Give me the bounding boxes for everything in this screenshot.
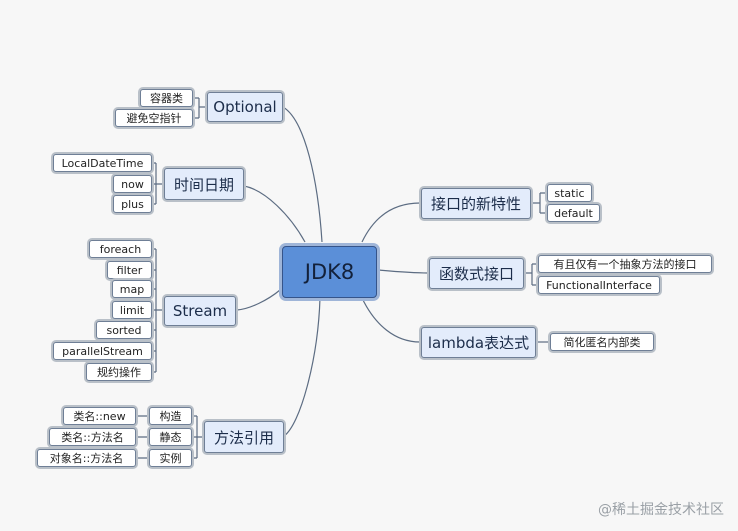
leaf-static-method[interactable]: static xyxy=(547,184,592,202)
leaf-sorted[interactable]: sorted xyxy=(96,321,152,339)
leaf-default-method[interactable]: default xyxy=(547,204,600,222)
branch-stream[interactable]: Stream xyxy=(164,296,236,326)
watermark-text: @稀土掘金技术社区 xyxy=(598,502,724,518)
leaf-static[interactable]: 静态 xyxy=(149,428,192,446)
leaf-constructor[interactable]: 构造 xyxy=(149,407,192,425)
branch-method-reference[interactable]: 方法引用 xyxy=(204,421,284,453)
leaf-container-class[interactable]: 容器类 xyxy=(140,89,193,107)
example-class-new[interactable]: 类名::new xyxy=(63,407,136,425)
leaf-functionalinterface[interactable]: FunctionalInterface xyxy=(538,276,660,294)
leaf-plus[interactable]: plus xyxy=(113,195,152,213)
leaf-foreach[interactable]: foreach xyxy=(89,240,152,258)
branch-datetime[interactable]: 时间日期 xyxy=(164,168,244,200)
example-object-method[interactable]: 对象名::方法名 xyxy=(37,449,136,467)
leaf-reduce-operation[interactable]: 规约操作 xyxy=(86,363,152,381)
leaf-single-abstract-method[interactable]: 有且仅有一个抽象方法的接口 xyxy=(538,255,712,273)
leaf-limit[interactable]: limit xyxy=(112,301,152,319)
leaf-parallelstream[interactable]: parallelStream xyxy=(53,342,152,360)
leaf-avoid-null-pointer[interactable]: 避免空指针 xyxy=(115,109,193,127)
branch-optional[interactable]: Optional xyxy=(207,92,283,122)
branch-lambda[interactable]: lambda表达式 xyxy=(421,327,536,358)
branch-interface-features[interactable]: 接口的新特性 xyxy=(421,188,531,219)
root-node-jdk8[interactable]: JDK8 xyxy=(282,246,377,298)
example-class-method[interactable]: 类名::方法名 xyxy=(49,428,136,446)
leaf-map[interactable]: map xyxy=(112,280,152,298)
leaf-localdatetime[interactable]: LocalDateTime xyxy=(53,154,152,172)
branch-functional-interface[interactable]: 函数式接口 xyxy=(429,258,524,289)
leaf-now[interactable]: now xyxy=(113,175,152,193)
leaf-instance[interactable]: 实例 xyxy=(149,449,192,467)
leaf-simplify-anonymous-class[interactable]: 简化匿名内部类 xyxy=(550,333,654,351)
leaf-filter[interactable]: filter xyxy=(107,261,152,279)
